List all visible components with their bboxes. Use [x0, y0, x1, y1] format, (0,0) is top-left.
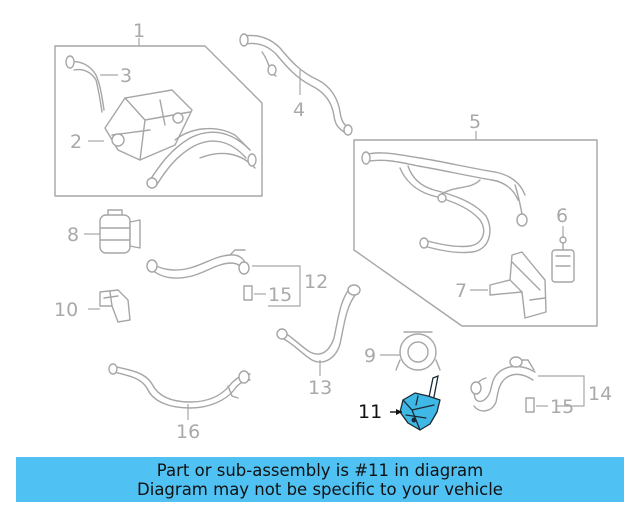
group-1-box	[54, 38, 263, 197]
part-15-clip-upper	[243, 285, 266, 301]
part-9-pump	[380, 331, 441, 371]
callout-15-upper: 15	[268, 284, 292, 306]
group-1-pipes	[146, 127, 257, 189]
callout-2: 2	[70, 131, 82, 153]
callout-labels: 1 2 3 4 5 6 7 8 9 10 11 12 13 14 15 15 1…	[54, 20, 612, 443]
callout-13: 13	[308, 377, 332, 399]
part-15-clip-lower	[525, 397, 548, 413]
callout-11: 11	[358, 401, 382, 423]
part-11-highlighted	[390, 374, 441, 431]
callout-14: 14	[588, 383, 612, 405]
part-2-valve-block	[88, 89, 193, 161]
callout-5: 5	[469, 111, 481, 133]
callout-16: 16	[176, 421, 200, 443]
part-12-hose	[146, 249, 301, 307]
callout-3: 3	[120, 65, 132, 87]
part-3-hose	[65, 55, 118, 113]
part-16-pipe	[108, 363, 251, 420]
part-10-bracket	[88, 289, 131, 323]
callout-8: 8	[67, 224, 79, 246]
group-5-box	[353, 131, 598, 327]
part-14-hose	[470, 356, 585, 412]
callout-9: 9	[364, 345, 376, 367]
callout-6: 6	[556, 205, 568, 227]
part-6-valve	[551, 226, 575, 283]
callout-7: 7	[455, 280, 467, 302]
part-info-banner: Part or sub-assembly is #11 in diagram D…	[16, 457, 624, 502]
callout-4: 4	[293, 99, 305, 121]
part-7-bracket	[470, 251, 547, 319]
banner-line-disclaimer: Diagram may not be specific to your vehi…	[137, 480, 503, 499]
part-13-hose	[276, 284, 361, 376]
part-4-hose-assembly	[239, 33, 353, 136]
callout-15-lower: 15	[550, 396, 574, 418]
callout-10: 10	[54, 299, 78, 321]
group-5-hoses	[361, 151, 528, 254]
callout-1: 1	[133, 20, 145, 42]
part-8-pump	[84, 209, 141, 254]
callout-12: 12	[304, 271, 328, 293]
banner-line-part: Part or sub-assembly is #11 in diagram	[156, 461, 484, 480]
